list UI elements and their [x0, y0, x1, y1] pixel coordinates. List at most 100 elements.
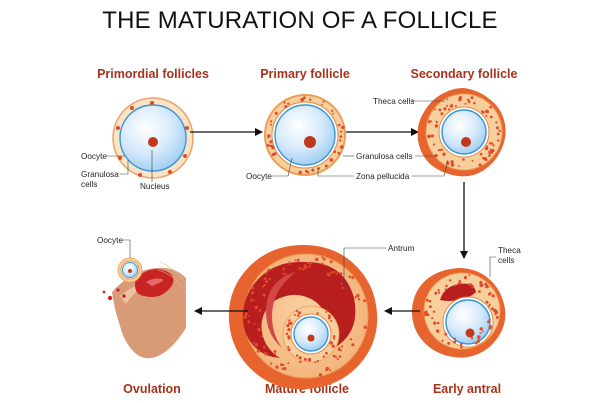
granulosa-cell: [285, 332, 289, 336]
granulosa-cell: [337, 348, 341, 351]
granulosa-cell: [491, 148, 495, 152]
granulosa-cell: [281, 367, 284, 370]
granulosa-cell: [332, 335, 336, 338]
label-theca-cells-early-antral: cells: [498, 256, 514, 265]
granulosa-cell: [445, 284, 448, 288]
mature-antrum-inner: [266, 272, 296, 348]
granulosa-cell: [443, 107, 447, 111]
granulosa-cell: [460, 346, 463, 349]
granulosa-cell: [333, 150, 337, 154]
granulosa-cell: [332, 354, 336, 358]
granulosa-cell: [325, 310, 328, 313]
granulosa-cell: [479, 152, 483, 156]
label-zona-pellucida: Zona pellucida: [356, 172, 410, 181]
granulosa-cell: [258, 309, 262, 312]
granulosa-cell: [485, 300, 489, 304]
granulosa-cell: [363, 325, 367, 329]
stage-label-primordial: Primordial follicles: [97, 67, 209, 81]
granulosa-cell: [459, 282, 462, 285]
granulosa-cell: [349, 338, 353, 341]
granulosa-cell: [329, 260, 333, 264]
granulosa-cell: [424, 310, 428, 315]
granulosa-cell: [340, 130, 343, 133]
granulosa-cell: [269, 144, 272, 148]
early-antral-oocyte: [445, 299, 491, 345]
granulosa-cell: [305, 169, 308, 173]
granulosa-cell: [489, 303, 491, 306]
granulosa-cell: [327, 316, 331, 320]
granulosa-cell: [265, 280, 268, 284]
granulosa-cell: [263, 283, 266, 287]
granulosa-cell: [432, 143, 435, 146]
label-nucleus-primordial: Nucleus: [140, 182, 170, 191]
granulosa-cell: [308, 98, 312, 101]
granulosa-cell: [440, 112, 444, 116]
granulosa-cell: [329, 369, 332, 372]
granulosa-cell: [459, 343, 463, 346]
label-oocyte-primordial: Oocyte: [81, 152, 107, 161]
granulosa-cell: [486, 145, 489, 148]
granulosa-cell: [326, 272, 331, 277]
granulosa-cell: [284, 272, 287, 276]
diagram-title: THE MATURATION OF A FOLLICLE: [102, 7, 497, 34]
granulosa-cell: [257, 328, 261, 332]
granulosa-cell: [331, 109, 334, 112]
granulosa-cell: [338, 355, 342, 358]
granulosa-cell: [457, 282, 460, 285]
granulosa-cell: [488, 154, 491, 157]
stage-label-ovulation: Ovulation: [123, 382, 181, 396]
granulosa-cell: [325, 351, 328, 355]
granulosa-cell: [300, 98, 305, 102]
secondary-follicle: [417, 88, 506, 177]
granulosa-cell: [254, 343, 259, 347]
granulosa-cell: [485, 284, 489, 287]
primordial-follicle: [112, 97, 194, 179]
granulosa-cell: [287, 346, 290, 348]
granulosa-cell: [438, 108, 442, 112]
granulosa-cell: [336, 357, 339, 360]
granulosa-cell: [252, 341, 255, 344]
mature-oocyte: [293, 316, 329, 352]
granulosa-cell: [274, 111, 278, 115]
granulosa-cell: [481, 284, 484, 287]
granulosa-cell: [488, 325, 493, 329]
granulosa-cell: [431, 317, 434, 320]
granulosa-cell: [327, 314, 330, 317]
granulosa-cell: [283, 367, 287, 371]
granulosa-cell: [260, 335, 263, 338]
granulosa-cell: [427, 120, 431, 124]
granulosa-cell: [263, 277, 267, 280]
granulosa-cell: [321, 103, 323, 106]
mature-follicle: [228, 245, 378, 390]
granulosa-cell: [471, 159, 474, 162]
granulosa-cell: [447, 341, 451, 345]
granulosa-cell: [476, 339, 481, 343]
granulosa-cell: [331, 271, 334, 273]
granulosa-cell: [271, 145, 275, 150]
granulosa-cell: [269, 123, 272, 126]
granulosa-cell: [282, 363, 285, 367]
granulosa-cell: [340, 345, 344, 348]
label-granulosa-cells-primordial: cells: [81, 180, 97, 189]
granulosa-cell: [444, 288, 447, 291]
granulosa-cell: [435, 120, 438, 123]
granulosa-cell: [296, 258, 300, 262]
label-theca-early-antral: Theca: [498, 246, 521, 255]
granulosa-cell: [324, 164, 328, 168]
granulosa-cell: [485, 157, 487, 160]
granulosa-cell: [488, 151, 492, 155]
granulosa-cell: [363, 299, 366, 303]
granulosa-cell: [268, 277, 271, 280]
granulosa-cell: [322, 257, 326, 261]
granulosa-cell: [471, 284, 474, 287]
granulosa-cell: [340, 349, 343, 352]
granulosa-cell: [247, 320, 251, 324]
granulosa-cell: [309, 262, 312, 265]
granulosa-cell: [335, 272, 338, 275]
primary-follicle: [264, 94, 346, 176]
granulosa-cell: [490, 142, 494, 145]
granulosa-cell: [491, 294, 495, 298]
granulosa-cell: [287, 348, 291, 352]
granulosa-cell: [433, 321, 437, 325]
